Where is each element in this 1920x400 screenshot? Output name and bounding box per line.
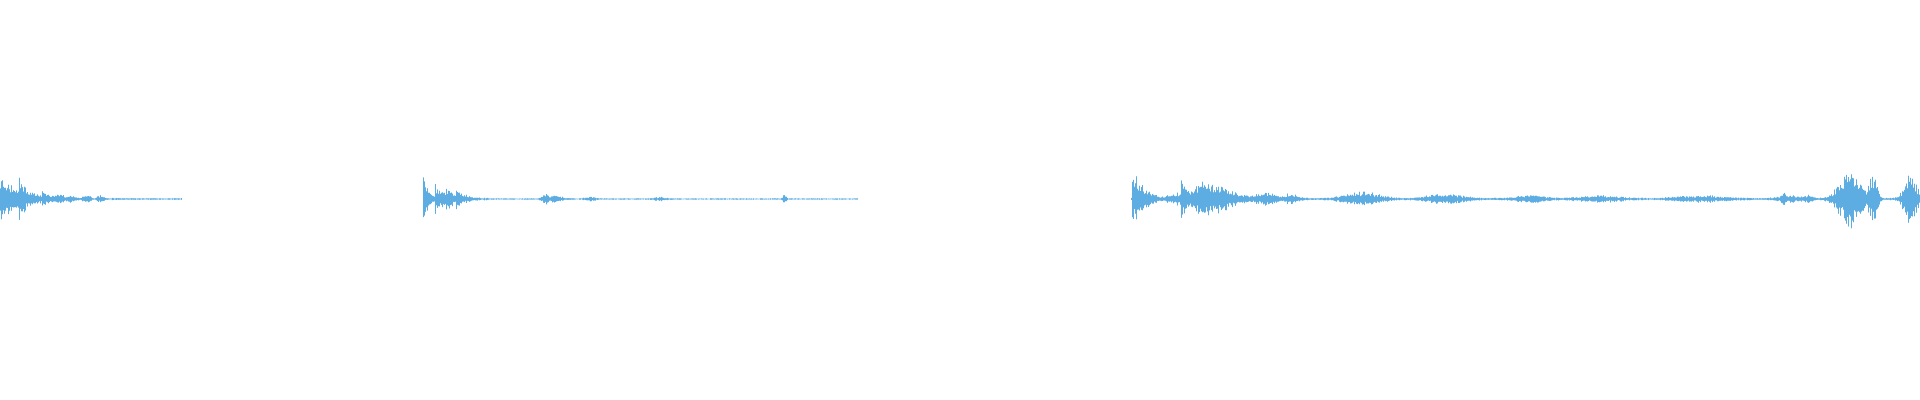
waveform-peaks — [0, 177, 182, 220]
waveform-clips — [0, 174, 1920, 229]
waveform-peaks — [1131, 174, 1920, 229]
waveform-clip-2[interactable] — [423, 177, 858, 218]
waveform-clip-3[interactable] — [1131, 174, 1920, 229]
waveform-clip-1[interactable] — [0, 177, 182, 220]
waveform-peaks — [423, 177, 858, 218]
